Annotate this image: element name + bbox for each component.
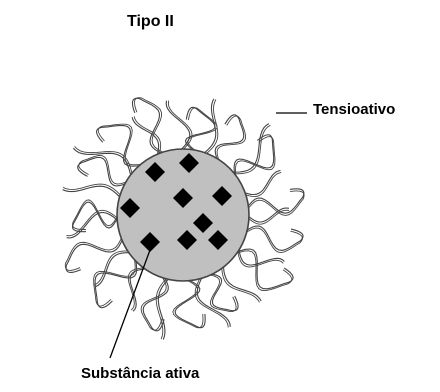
surfactant-tail [98, 124, 144, 165]
surfactant-tail [222, 266, 260, 302]
surfactant-tail [73, 202, 120, 232]
surfactant-tail [78, 157, 128, 186]
surfactant-tail [195, 277, 228, 328]
active-substance-leader-line [110, 250, 150, 358]
surfactant-tail [63, 184, 122, 196]
surfactant-tail [197, 276, 230, 327]
surfactant-tail [244, 228, 302, 252]
surfactant-tail [97, 126, 143, 167]
surfactant-tail [134, 116, 160, 155]
surfactant-tail [66, 238, 123, 273]
surfactant-tail [65, 236, 122, 271]
surfactant-tail [234, 251, 292, 291]
surfactant-tail [96, 253, 132, 287]
surfactant-tail [232, 125, 270, 174]
surfactant-tail [132, 117, 158, 156]
surfactant-tail [235, 249, 293, 289]
surfactant-tail [66, 210, 119, 236]
micelle-core [117, 149, 249, 281]
surfactant-tail [243, 172, 281, 196]
surfactant-tail [243, 170, 281, 194]
surfactant-tail [94, 251, 130, 285]
surfactant-tail [217, 116, 246, 163]
